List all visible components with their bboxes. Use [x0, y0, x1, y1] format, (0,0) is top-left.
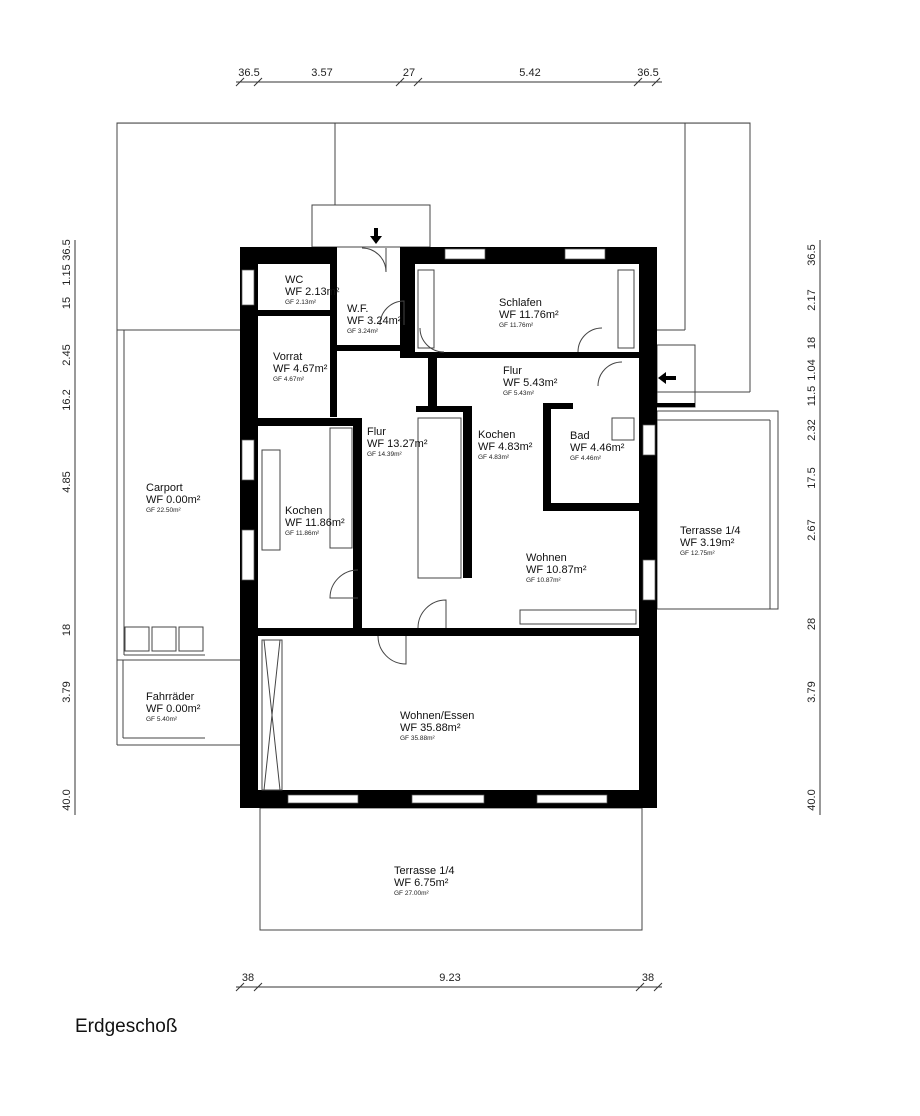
arrow-left-icon — [658, 372, 676, 384]
svg-text:WF 3.19m²: WF 3.19m² — [680, 537, 735, 549]
svg-text:Terrasse 1/4: Terrasse 1/4 — [680, 525, 741, 537]
dim-label: 2.67 — [806, 519, 818, 540]
windows — [241, 248, 656, 804]
dim-label: 15 — [61, 297, 73, 309]
svg-text:WF 35.88m²: WF 35.88m² — [400, 722, 461, 734]
dim-label: 5.42 — [519, 67, 540, 79]
dim-label: 3.57 — [311, 67, 332, 79]
dim-label: 1.15 — [61, 264, 73, 285]
svg-text:Kochen: Kochen — [478, 429, 515, 441]
dim-label: 11.5 — [806, 386, 818, 407]
dimension-right: 36.5 2.17 18 1.04 11.5 2.32 17.5 2.67 28… — [806, 240, 821, 815]
dim-label: 38 — [242, 972, 254, 984]
doors — [261, 247, 637, 791]
svg-text:GF 10.87m²: GF 10.87m² — [526, 577, 562, 584]
svg-text:WF 3.24m²: WF 3.24m² — [347, 315, 402, 327]
svg-text:W.F.: W.F. — [347, 303, 368, 315]
svg-text:GF 27.00m²: GF 27.00m² — [394, 890, 430, 897]
svg-text:Wohnen/Essen: Wohnen/Essen — [400, 710, 474, 722]
svg-text:GF 5.43m²: GF 5.43m² — [503, 390, 535, 397]
dim-label: 36.5 — [238, 67, 259, 79]
dim-label: 2.45 — [61, 344, 73, 365]
svg-text:Terrasse 1/4: Terrasse 1/4 — [394, 865, 455, 877]
dimension-left: 36.5 1.15 15 2.45 16.2 4.85 18 3.79 40.0 — [61, 239, 76, 815]
svg-text:Carport: Carport — [146, 482, 183, 494]
svg-text:GF 11.86m²: GF 11.86m² — [285, 530, 320, 537]
dim-label: 2.17 — [806, 289, 818, 310]
arrow-down-icon — [370, 228, 382, 244]
dim-label: 3.79 — [61, 681, 73, 702]
dim-label: 27 — [403, 67, 415, 79]
dim-label: 18 — [61, 624, 73, 636]
svg-text:Kochen: Kochen — [285, 505, 322, 517]
dim-label: 4.85 — [61, 471, 73, 492]
svg-text:GF 4.46m²: GF 4.46m² — [570, 455, 602, 462]
svg-text:Fahrräder: Fahrräder — [146, 691, 195, 703]
svg-text:WF 4.46m²: WF 4.46m² — [570, 442, 625, 454]
svg-text:Bad: Bad — [570, 430, 590, 442]
outdoor-outlines — [116, 122, 779, 931]
svg-text:WF 6.75m²: WF 6.75m² — [394, 877, 449, 889]
dim-label: 40.0 — [61, 789, 73, 810]
dim-label: 17.5 — [806, 467, 818, 488]
dim-label: 40.0 — [806, 789, 818, 810]
svg-text:WF 0.00m²: WF 0.00m² — [146, 703, 201, 715]
svg-text:Vorrat: Vorrat — [273, 351, 302, 363]
svg-text:WF 13.27m²: WF 13.27m² — [367, 438, 428, 450]
svg-text:WF 10.87m²: WF 10.87m² — [526, 564, 587, 576]
svg-text:WF 2.13m²: WF 2.13m² — [285, 286, 340, 298]
dimension-bottom: 38 9.23 38 — [235, 972, 663, 992]
dim-label: 38 — [642, 972, 654, 984]
svg-text:GF 2.13m²: GF 2.13m² — [285, 299, 317, 306]
floor-title: Erdgeschoß — [75, 1016, 178, 1037]
svg-text:GF 4.67m²: GF 4.67m² — [273, 376, 305, 383]
svg-text:Flur: Flur — [367, 426, 386, 438]
dim-label: 36.5 — [806, 244, 818, 265]
svg-text:WC: WC — [285, 274, 303, 286]
svg-text:GF 3.24m²: GF 3.24m² — [347, 328, 379, 335]
svg-text:Wohnen: Wohnen — [526, 552, 567, 564]
dim-label: 18 — [806, 337, 818, 349]
svg-text:WF 4.83m²: WF 4.83m² — [478, 441, 533, 453]
dim-label: 2.32 — [806, 419, 818, 440]
svg-text:GF 12.75m²: GF 12.75m² — [680, 550, 716, 557]
dim-label: 36.5 — [637, 67, 658, 79]
svg-text:GF 22.50m²: GF 22.50m² — [146, 507, 182, 514]
svg-text:Schlafen: Schlafen — [499, 297, 542, 309]
dim-label: 1.04 — [806, 359, 818, 380]
svg-text:GF 11.76m²: GF 11.76m² — [499, 322, 534, 329]
dim-label: 9.23 — [439, 972, 460, 984]
dim-label: 28 — [806, 618, 818, 630]
dimension-top: 36.5 3.57 27 5.42 36.5 — [235, 67, 662, 87]
svg-text:WF 11.76m²: WF 11.76m² — [499, 309, 559, 321]
svg-text:GF 35.88m²: GF 35.88m² — [400, 735, 436, 742]
svg-text:WF 4.67m²: WF 4.67m² — [273, 363, 328, 375]
dim-label: 36.5 — [61, 239, 73, 260]
svg-text:WF 11.86m²: WF 11.86m² — [285, 517, 345, 529]
svg-text:WF 5.43m²: WF 5.43m² — [503, 377, 558, 389]
svg-text:GF 4.83m²: GF 4.83m² — [478, 454, 510, 461]
svg-text:GF 5.40m²: GF 5.40m² — [146, 716, 178, 723]
svg-text:GF 14.39m²: GF 14.39m² — [367, 451, 403, 458]
svg-text:Flur: Flur — [503, 365, 522, 377]
dim-label: 16.2 — [61, 389, 73, 410]
svg-text:WF 0.00m²: WF 0.00m² — [146, 494, 201, 506]
dim-label: 3.79 — [806, 681, 818, 702]
